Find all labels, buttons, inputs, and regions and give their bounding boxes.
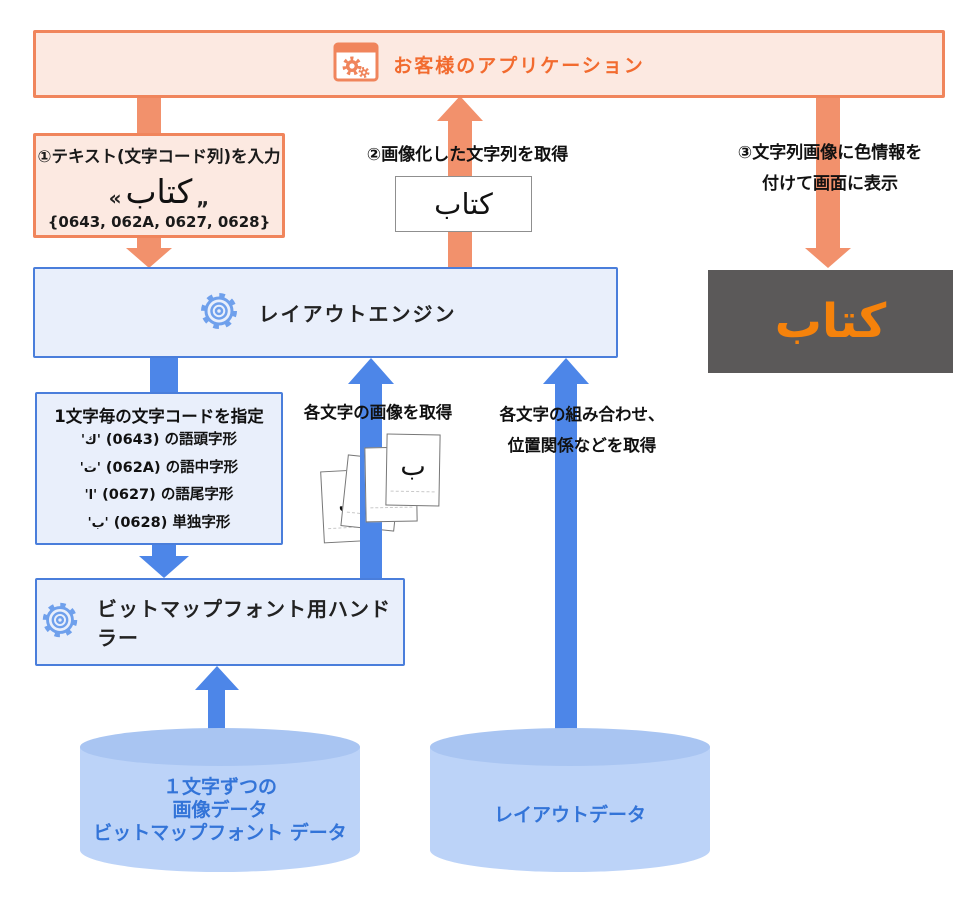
bitmap-font-data-cylinder: １文字ずつの 画像データ ビットマップフォント データ <box>80 728 360 872</box>
screen-display-box: كتاب <box>708 270 953 373</box>
bitmap-font-handler-box: ビットマップフォント用ハンドラー <box>35 578 405 666</box>
cylinder1-line3: ビットマップフォント データ <box>93 822 347 844</box>
step3-label-line1: ③文字列画像に色情報を <box>737 143 923 163</box>
quote: ' <box>79 460 84 476</box>
glyph-card-beh: ب <box>385 433 441 507</box>
step2-arabic-word: كتاب <box>434 187 493 221</box>
layout-engine-box: レイアウトエンジン <box>33 267 618 358</box>
arrow-layoutdata-shaft <box>555 383 577 736</box>
cylinder-body <box>430 747 710 872</box>
quote: ' <box>96 433 101 448</box>
customer-application-label: お客様のアプリケーション <box>393 54 645 77</box>
layout-engine-label: レイアウトエンジン <box>258 302 457 326</box>
label-get-glyph-images: 各文字の画像を取得 <box>303 403 453 422</box>
charcode-item-0: 'ك' (0643) の語頭字形 <box>37 427 281 455</box>
arrow-charcode-handler-head <box>139 556 189 578</box>
arrow-input-head <box>126 248 172 268</box>
arrow-bitmapdata-shaft <box>208 688 225 735</box>
charcode-desc-0: (0643) の語頭字形 <box>100 432 238 448</box>
arrow-images-head <box>348 358 394 384</box>
arrow-layoutdata-head <box>543 358 589 384</box>
charcode-desc-3: (0628) 単独字形 <box>108 514 231 531</box>
cylinder-body <box>80 747 360 872</box>
step1-quote-close: „ <box>196 186 210 210</box>
charcode-glyph-2: ا <box>88 488 94 503</box>
cylinder-top-ellipse <box>80 728 360 766</box>
cylinder1-line2: 画像データ <box>172 799 268 821</box>
arrow-bitmapdata-head <box>195 666 239 690</box>
step1-arabic-word: كتاب <box>125 171 193 211</box>
charcode-glyph-3: ب <box>91 515 105 531</box>
charcode-desc-1: (062A) の語中字形 <box>100 459 239 476</box>
step3-label-line2: 付けて画面に表示 <box>762 174 898 194</box>
layout-data-cylinder: レイアウトデータ <box>430 728 710 872</box>
layout-data-label: レイアウトデータ <box>493 804 646 826</box>
bitmap-font-handler-label: ビットマップフォント用ハンドラー <box>97 597 391 650</box>
bitmap-font-data-label: １文字ずつの 画像データ ビットマップフォント データ <box>80 776 360 845</box>
customer-application-box: お客様のアプリケーション <box>33 30 945 98</box>
step1-arabic-row: « كتاب „ <box>36 167 282 215</box>
charcode-item-3: 'ب' (0628) 単独字形 <box>37 510 281 538</box>
step1-charcodes: {0643, 062A, 0627, 0628} <box>47 213 271 231</box>
application-window-gear-icon <box>333 42 379 86</box>
step3-label: ③文字列画像に色情報を 付けて画面に表示 <box>698 138 962 200</box>
step2-string-image-box: كتاب <box>395 176 532 232</box>
label-get-combination: 各文字の組み合わせ、 位置関係などを取得 <box>462 399 702 461</box>
charcode-glyph-0: ك <box>84 433 97 448</box>
step1-title: ①テキスト(文字コード列)を入力 <box>37 147 281 166</box>
glyph-card-beh-letter: ب <box>400 450 427 482</box>
gear-icon <box>37 597 83 647</box>
charcode-item-2: 'ا' (0627) の語尾字形 <box>37 482 281 510</box>
quote: ' <box>96 460 101 476</box>
quote: ' <box>104 515 109 531</box>
charcode-item-1: 'ت' (062A) の語中字形 <box>37 455 281 483</box>
cylinder1-line1: １文字ずつの <box>162 776 277 798</box>
quote: ' <box>80 433 85 448</box>
step1-input-box: ①テキスト(文字コード列)を入力 « كتاب „ {0643, 062A, 0… <box>33 133 285 238</box>
arrow-display-shaft <box>816 96 840 248</box>
quote: ' <box>87 515 92 531</box>
arrow-charcode-handler-shaft <box>152 543 176 557</box>
label-get-combination-line1: 各文字の組み合わせ、 <box>499 405 665 424</box>
quote: ' <box>93 488 98 503</box>
quote: ' <box>84 488 89 503</box>
charcode-spec-box: 1文字毎の文字コードを指定 'ك' (0643) の語頭字形 'ت' (062A… <box>35 392 283 545</box>
display-arabic-word: كتاب <box>774 294 887 349</box>
cylinder-top-ellipse <box>430 728 710 766</box>
charcode-glyph-1: ت <box>83 460 97 476</box>
connector-engine-charcode <box>150 356 178 394</box>
arrow-display-head <box>805 248 851 268</box>
step2-label: ②画像化した文字列を取得 <box>366 145 569 165</box>
charcode-desc-2: (0627) の語尾字形 <box>97 487 234 503</box>
step1-quote-open: « <box>108 186 122 210</box>
charcode-title: 1文字毎の文字コードを指定 <box>54 407 264 426</box>
arrow-output-head <box>437 96 483 121</box>
label-get-combination-line2: 位置関係などを取得 <box>507 436 657 455</box>
gear-icon <box>195 287 243 339</box>
